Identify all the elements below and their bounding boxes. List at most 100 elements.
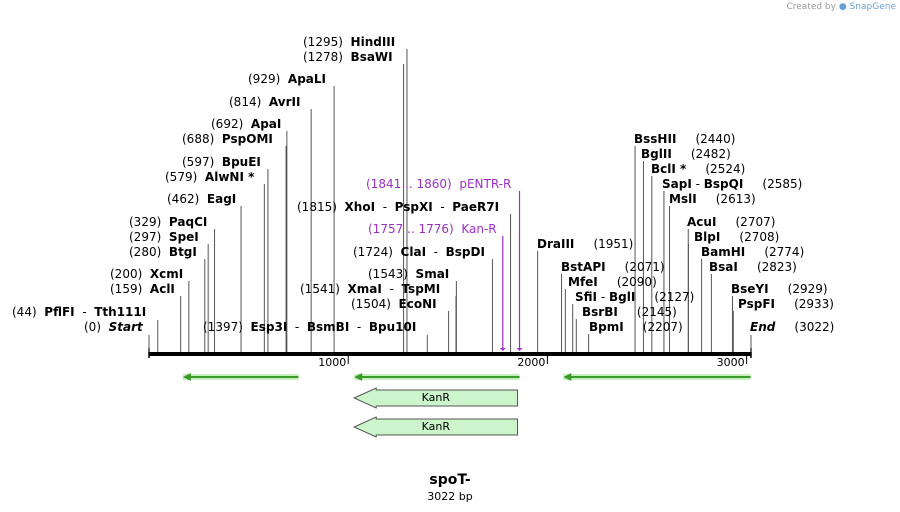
site-name: BsaI xyxy=(709,260,738,274)
site-label[interactable]: BpmI (2207) xyxy=(589,320,683,334)
site-label[interactable]: (1724) ClaI - BspDI xyxy=(353,245,485,259)
site-label[interactable]: (692) ApaI xyxy=(211,117,281,131)
site-name: SapI xyxy=(662,177,692,191)
site-position: (597) xyxy=(182,155,215,169)
site-gap xyxy=(142,267,150,281)
primer-label[interactable]: (1757 .. 1776) Kan-R xyxy=(368,222,497,236)
site-label[interactable]: SfiI - BglI (2127) xyxy=(575,290,694,304)
primer-name: Kan-R xyxy=(461,222,497,236)
site-label[interactable]: (814) AvrII xyxy=(229,95,300,109)
plasmid-name: spoT- xyxy=(429,472,471,488)
site-label[interactable]: BamHI (2774) xyxy=(701,245,804,259)
site-label[interactable]: BseYI (2929) xyxy=(731,282,828,296)
site-name: BglII xyxy=(641,147,672,161)
site-label[interactable]: (1397) Esp3I - BsmBI - Bpu10I xyxy=(203,320,416,334)
site-label[interactable]: (929) ApaLI xyxy=(248,72,326,86)
primer-range: (1757 .. 1776) xyxy=(368,222,454,236)
site-position: (2823) xyxy=(756,260,797,274)
primer-label[interactable]: (1841 .. 1860) pENTR-R xyxy=(366,177,511,191)
site-label[interactable]: BsrBI (2145) xyxy=(582,305,677,319)
site-label[interactable]: (44) PflFI - Tth111I xyxy=(12,305,146,319)
site-gap xyxy=(408,267,416,281)
site-label[interactable]: (1543) SmaI xyxy=(368,267,449,281)
site-label[interactable]: MfeI (2090) xyxy=(568,275,657,289)
site-label[interactable]: BsaI (2823) xyxy=(709,260,797,274)
site-label[interactable]: (0) Start xyxy=(84,320,143,334)
site-label[interactable]: (688) PspOMI xyxy=(182,132,273,146)
site-label[interactable]: SapI - BspQI (2585) xyxy=(662,177,802,191)
site-gap xyxy=(343,35,351,49)
site-separator: - xyxy=(426,245,446,259)
site-gap xyxy=(697,192,716,206)
site-label[interactable]: (329) PaqCI xyxy=(129,215,207,229)
site-label[interactable]: (1815) XhoI - PspXI - PaeR7I xyxy=(297,200,499,214)
site-gap xyxy=(199,192,207,206)
site-label[interactable]: (579) AlwNI * xyxy=(165,170,254,184)
site-name: BssHII xyxy=(634,132,677,146)
orf-arrow-head xyxy=(354,373,363,381)
site-name: BsaWI xyxy=(350,50,393,64)
site-label[interactable]: (1504) EcoNI xyxy=(351,297,437,311)
site-position: (2440) xyxy=(695,132,736,146)
site-gap xyxy=(635,290,654,304)
site-label[interactable]: BssHII (2440) xyxy=(634,132,735,146)
site-name-extra: TspMI xyxy=(401,282,441,296)
site-position: (1397) xyxy=(203,320,243,334)
primer-range: (1841 .. 1860) xyxy=(366,177,452,191)
site-name: DraIII xyxy=(537,237,575,251)
site-name: BclI * xyxy=(651,162,687,176)
site-name: XhoI xyxy=(344,200,376,214)
site-position: (2071) xyxy=(624,260,665,274)
site-name: ApaLI xyxy=(287,72,327,86)
site-label[interactable]: BlpI (2708) xyxy=(694,230,779,244)
site-separator: - xyxy=(381,282,402,296)
site-position: (2933) xyxy=(794,297,834,311)
site-position: (297) xyxy=(129,230,162,244)
site-position: (1295) xyxy=(303,35,343,49)
site-label[interactable]: (462) EagI xyxy=(167,192,236,206)
site-position: (579) xyxy=(165,170,198,184)
site-position: (2774) xyxy=(764,245,805,259)
site-gap xyxy=(775,297,794,311)
site-gap xyxy=(618,305,637,319)
site-position: (2145) xyxy=(636,305,677,319)
site-position: (2482) xyxy=(690,147,731,161)
site-label[interactable]: BglII (2482) xyxy=(641,147,731,161)
site-position: (2090) xyxy=(616,275,657,289)
site-separator: - xyxy=(74,305,95,319)
site-label[interactable]: (597) BpuEI xyxy=(182,155,261,169)
site-label[interactable]: BstAPI (2071) xyxy=(561,260,665,274)
site-label[interactable]: (280) BtgI xyxy=(129,245,197,259)
site-label[interactable]: AcuI (2707) xyxy=(687,215,775,229)
feature-kanr xyxy=(352,416,519,438)
site-gap xyxy=(745,245,764,259)
site-label[interactable]: End (3022) xyxy=(750,320,834,334)
site-gap xyxy=(743,177,762,191)
site-gap xyxy=(340,282,348,296)
site-name: BseYI xyxy=(731,282,769,296)
ruler-tick-label: 3000 xyxy=(716,356,745,369)
site-label[interactable]: (1278) BsaWI xyxy=(303,50,393,64)
site-name: PspOMI xyxy=(221,132,273,146)
site-label[interactable]: (1295) HindIII xyxy=(303,35,395,49)
site-gap xyxy=(624,320,643,334)
site-gap xyxy=(686,162,705,176)
site-label[interactable]: MslI (2613) xyxy=(669,192,756,206)
site-position: (814) xyxy=(229,95,262,109)
site-label[interactable]: (297) SpeI xyxy=(129,230,199,244)
site-name: BstAPI xyxy=(561,260,606,274)
site-position: (44) xyxy=(12,305,37,319)
site-name-extra: BglI xyxy=(608,290,636,304)
site-gap xyxy=(142,282,150,296)
site-label[interactable]: DraIII (1951) xyxy=(537,237,633,251)
site-label[interactable]: BclI * (2524) xyxy=(651,162,745,176)
site-gap xyxy=(716,215,735,229)
site-name: XmaI xyxy=(347,282,382,296)
site-label[interactable]: (200) XcmI xyxy=(110,267,183,281)
snapgene-logo-icon: ● xyxy=(838,2,847,12)
site-label[interactable]: (159) AclI xyxy=(110,282,175,296)
site-name: BtgI xyxy=(168,245,197,259)
site-label[interactable]: PspFI (2933) xyxy=(738,297,834,311)
site-name: BlpI xyxy=(694,230,721,244)
site-label[interactable]: (1541) XmaI - TspMI xyxy=(300,282,440,296)
